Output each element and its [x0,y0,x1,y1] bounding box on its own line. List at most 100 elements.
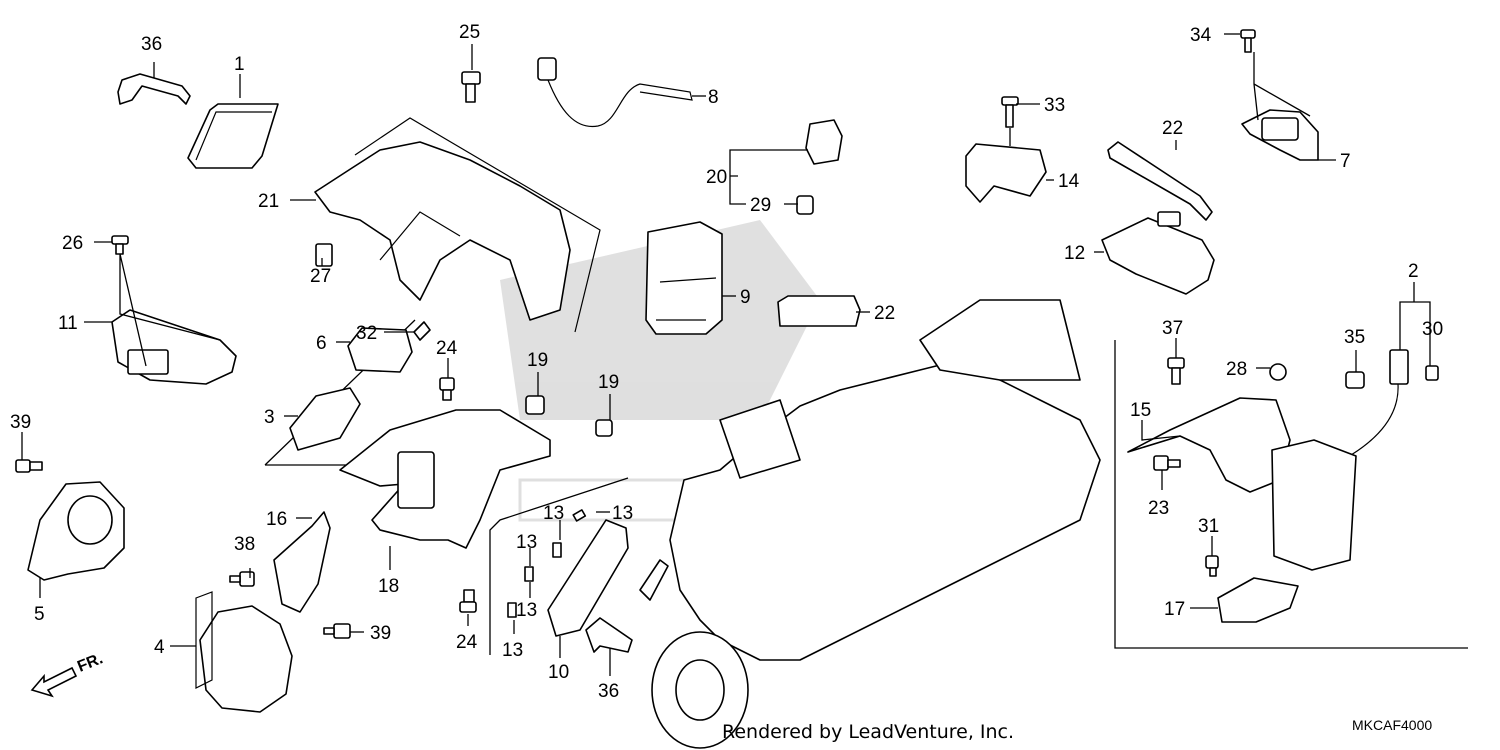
callout-13-b: 13 [543,503,564,524]
part-module-11 [111,309,237,385]
callout-14: 14 [1058,171,1080,192]
part-grommet-29 [796,195,814,215]
callout-31: 31 [1198,516,1219,537]
part-cover-22-middle [777,295,861,327]
callout-33: 33 [1044,95,1065,116]
callout-18: 18 [378,576,399,597]
callout-20: 20 [706,167,727,188]
part-clip-36-bottom [585,559,669,653]
callout-2: 2 [1408,261,1419,282]
callout-16: 16 [266,509,287,530]
part-motorcycle-illustration [651,299,1101,749]
callout-28: 28 [1226,359,1247,380]
part-relay-20 [805,119,843,165]
part-cover-22-top [1107,141,1213,221]
callout-10: 10 [548,662,569,683]
callout-numbers: 36 1 25 8 34 33 22 7 21 20 29 14 26 12 2… [10,22,1443,702]
callout-35: 35 [1344,327,1365,348]
callout-13-c: 13 [516,532,537,553]
callout-24-bottom: 24 [456,632,478,653]
callout-4: 4 [154,637,165,658]
part-bracket-7 [1241,109,1319,161]
callout-22-top: 22 [1162,118,1183,139]
callout-34: 34 [1190,25,1212,46]
part-module-1 [187,103,279,169]
callout-26: 26 [62,233,83,254]
callout-39-bottom: 39 [370,623,391,644]
callout-12: 12 [1064,243,1085,264]
part-bolt-31 [1205,555,1219,577]
callout-29: 29 [750,195,771,216]
part-ecu-9 [645,221,723,335]
part-module-12 [1101,211,1215,295]
part-relay-3 [289,387,361,451]
part-clip-30 [1425,365,1439,381]
callout-27: 27 [310,266,331,287]
part-clip-28 [1269,363,1287,381]
callout-3: 3 [264,407,275,428]
part-horn-5 [27,481,125,581]
callout-22-middle: 22 [874,303,895,324]
callout-32: 32 [356,323,377,344]
part-bolt-24-bottom [459,589,477,613]
callout-25: 25 [459,22,480,43]
part-bracket-16 [273,511,331,613]
callout-19-left: 19 [527,350,548,371]
callout-13-a: 13 [612,503,633,524]
part-bracket-15 [1127,397,1291,493]
callout-19-right: 19 [598,372,619,393]
part-regulator-body [1271,439,1357,571]
part-screw-26 [111,235,129,255]
leader-lines [21,33,1431,676]
part-bolt-37 [1167,357,1185,385]
part-cover-17 [1217,577,1299,623]
callout-6: 6 [316,333,327,354]
callout-13-d: 13 [516,600,537,621]
part-screw-34 [1240,29,1256,53]
part-screw-33 [1001,96,1019,128]
callout-15: 15 [1130,400,1151,421]
part-grommet-19-left [525,395,545,415]
callout-30: 30 [1422,319,1443,340]
callout-24-top: 24 [436,338,458,359]
callout-21: 21 [258,191,279,212]
part-sensor-cable-8 [537,57,693,128]
part-sensor-14 [965,143,1047,203]
callout-11: 11 [58,313,78,334]
part-regulator-harness-2 [1345,349,1409,459]
part-bolt-25 [461,71,481,103]
part-bracket-18 [339,409,551,549]
part-harness-cover-10 [547,519,629,637]
part-screw-39-top [15,459,43,473]
part-clips-13 [507,509,587,618]
callout-9: 9 [740,287,751,308]
part-nut-35 [1345,371,1365,389]
callout-8: 8 [708,87,719,108]
part-bolt-24-top [439,377,455,401]
front-direction-indicator: FR. [30,650,105,698]
part-frame-21 [314,117,601,333]
callout-37: 37 [1162,318,1183,339]
callout-5: 5 [34,604,45,625]
front-arrow-icon [30,666,78,698]
part-screw-32 [413,321,431,341]
callout-23: 23 [1148,498,1169,519]
callout-7: 7 [1340,151,1351,172]
callout-1: 1 [234,54,245,75]
part-screw-39-bottom [323,623,351,639]
callout-13-e: 13 [502,640,523,661]
part-relay-6 [347,327,413,373]
diagram-code: MKCAF4000 [1352,717,1432,733]
part-clip-nut-27 [315,243,333,267]
part-horn-4 [195,591,293,713]
callout-36-top: 36 [141,34,162,55]
callout-38: 38 [234,534,255,555]
part-bolt-23 [1153,455,1181,471]
callout-17: 17 [1164,599,1185,620]
footer-credit: Rendered by LeadVenture, Inc. [722,721,1014,743]
part-grommet-19-right [595,419,613,437]
callout-36-bottom: 36 [598,681,619,702]
part-clip-36-top [117,73,191,105]
callout-39-top: 39 [10,412,31,433]
